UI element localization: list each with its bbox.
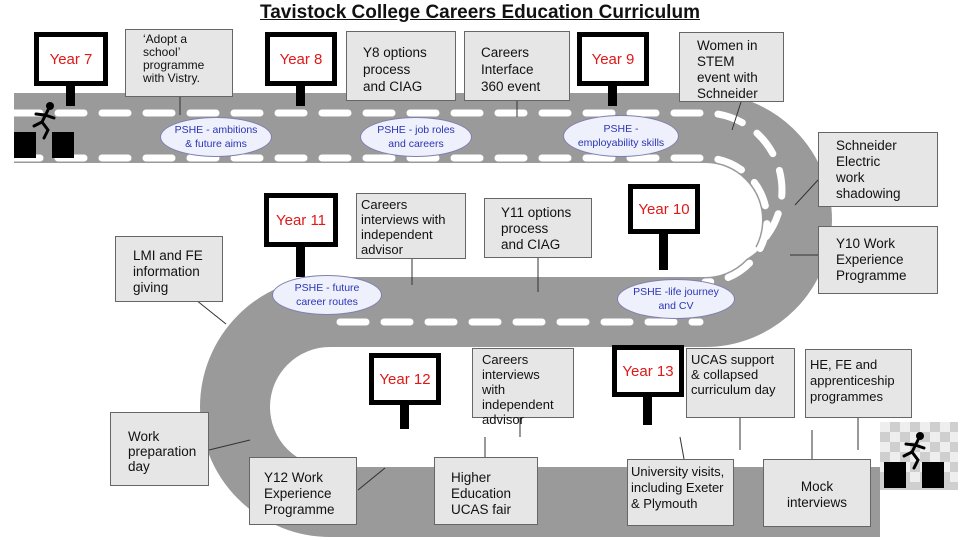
connector-line — [794, 179, 819, 206]
page-title: Tavistock College Careers Education Curr… — [260, 2, 700, 23]
event-box-work-preparation-day: Work preparation day — [110, 412, 209, 486]
year-12-sign: Year 12 — [369, 353, 441, 429]
connector-line — [357, 467, 386, 491]
pshe-future-routes-oval: PSHE - future career routes — [272, 275, 382, 315]
pshe-life-journey-oval: PSHE -life journey and CV — [617, 279, 735, 319]
event-box-he-fe-apprenticeship: HE, FE and apprenticeship programmes — [805, 349, 912, 418]
year-9-sign: Year 9 — [577, 32, 649, 106]
event-box-y12-work-experience: Y12 Work Experience Programme — [249, 457, 357, 525]
event-box-adopt-a-school: ‘Adopt a school’ programme with Vistry. — [125, 29, 233, 97]
year-7-sign: Year 7 — [34, 32, 108, 106]
event-box-careers-interviews-y12: Careers interviews with independent advi… — [472, 348, 574, 427]
year-10-label: Year 10 — [628, 184, 700, 234]
year-8-label: Year 8 — [265, 32, 337, 86]
event-box-university-visits: University visits, including Exeter & Pl… — [627, 459, 734, 526]
year-12-label: Year 12 — [369, 353, 441, 405]
pshe-ambitions-oval: PSHE - ambitions & future aims — [160, 117, 272, 157]
year-13-sign: Year 13 — [612, 345, 684, 425]
event-box-schneider-shadowing: Schneider Electric work shadowing — [818, 132, 938, 207]
connector-line — [195, 299, 227, 325]
runner-jumping-gap-icon — [14, 102, 74, 158]
year-9-label: Year 9 — [577, 32, 649, 86]
pshe-employability-oval: PSHE - employability skills — [563, 115, 679, 157]
event-box-y11-options: Y11 options process and CIAG — [484, 198, 592, 258]
connector-line — [731, 101, 742, 131]
event-box-mock-interviews: Mock interviews — [763, 459, 871, 527]
pshe-job-roles-oval: PSHE - job roles and careers — [360, 117, 472, 157]
year-11-label: Year 11 — [264, 193, 338, 247]
event-box-women-in-stem: Women in STEM event with Schneider — [679, 32, 784, 102]
event-box-he-ucas-fair: Higher Education UCAS fair — [434, 457, 538, 525]
event-box-y8-options: Y8 options process and CIAG — [346, 31, 456, 101]
road-dashes-inner — [10, 154, 771, 286]
year-13-label: Year 13 — [612, 345, 684, 397]
event-box-y10-work-experience: Y10 Work Experience Programme — [818, 226, 938, 294]
year-8-sign: Year 8 — [265, 32, 337, 106]
event-box-careers-interface: Careers Interface 360 event — [464, 31, 570, 101]
event-box-ucas-support: UCAS support & collapsed curriculum day — [686, 348, 795, 418]
year-11-sign: Year 11 — [264, 193, 338, 277]
year-10-sign: Year 10 — [628, 184, 700, 270]
event-box-lmi-fe-info: LMI and FE information giving — [115, 236, 223, 302]
connector-line — [679, 436, 685, 460]
runner-finish-flag-icon — [880, 422, 958, 490]
year-7-label: Year 7 — [34, 32, 108, 86]
event-box-careers-interviews-y11: Careers interviews with independent advi… — [356, 193, 466, 259]
connector-line — [208, 439, 251, 451]
